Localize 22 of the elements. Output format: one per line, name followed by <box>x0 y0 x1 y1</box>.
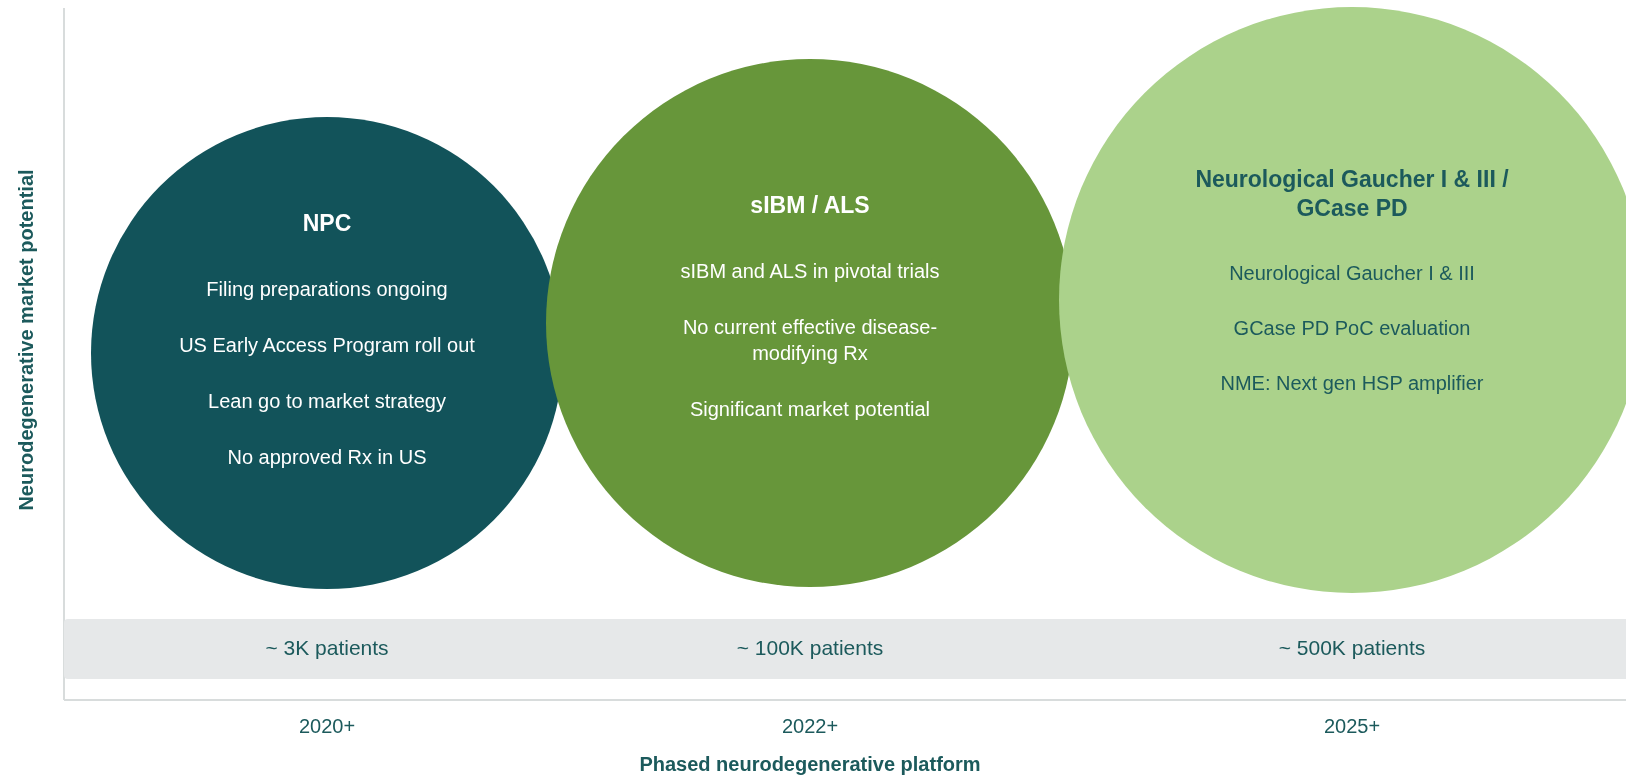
bubble-text: Lean go to market strategy <box>208 389 446 414</box>
patient-count: ~ 100K patients <box>736 636 884 660</box>
patient-count: ~ 3K patients <box>265 636 389 660</box>
bubble-text: No approved Rx in US <box>227 445 427 470</box>
bubble-text: Significant market potential <box>689 397 931 422</box>
bubble-heading: Neurological Gaucher I & III / GCase PD <box>1194 165 1510 223</box>
y-axis-title: Neurodegenerative market potential <box>14 169 38 511</box>
bubble-text: No current effective disease-modifying Rx <box>681 315 939 366</box>
bubble-heading: NPC <box>302 209 352 238</box>
bubble-text: US Early Access Program roll out <box>179 333 475 358</box>
x-axis-title: Phased neurodegenerative platform <box>639 752 981 776</box>
bubble-text: Neurological Gaucher I & III <box>1229 261 1475 286</box>
bubble-text: NME: Next gen HSP amplifier <box>1220 371 1484 396</box>
bubble-text: GCase PD PoC evaluation <box>1233 316 1471 341</box>
bubble-text: sIBM and ALS in pivotal trials <box>680 259 940 284</box>
x-axis-tick-label: 2020+ <box>298 714 356 738</box>
bubble-text: Filing preparations ongoing <box>206 277 448 302</box>
bubble-heading: sIBM / ALS <box>750 191 870 220</box>
patient-count: ~ 500K patients <box>1278 636 1426 660</box>
x-axis-tick-label: 2025+ <box>1323 714 1381 738</box>
x-axis-tick-label: 2022+ <box>781 714 839 738</box>
patient-band <box>64 619 1626 679</box>
